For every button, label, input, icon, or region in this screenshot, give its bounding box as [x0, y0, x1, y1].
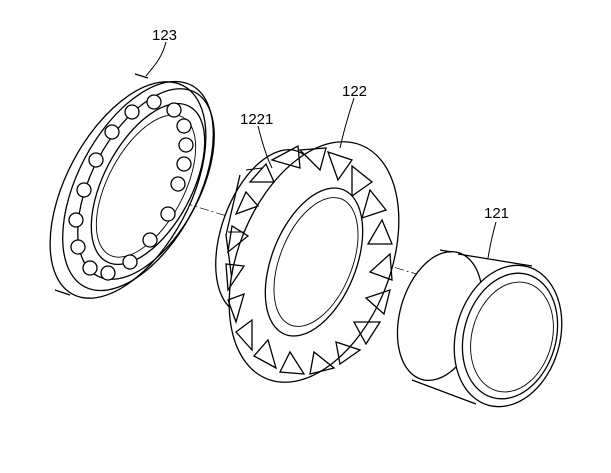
cylindrical-bushing: [396, 249, 563, 408]
callout-1221: 1221: [240, 111, 273, 169]
callout-123: 123: [145, 27, 177, 77]
label-gear-hub: 1221: [240, 111, 273, 128]
bevel-gear: [215, 141, 400, 383]
label-bushing: 121: [484, 205, 509, 222]
gear-teeth: [225, 144, 393, 375]
roller-bearing-ring: [49, 73, 215, 299]
callout-122: 122: [339, 83, 367, 149]
callout-121: 121: [484, 205, 509, 259]
label-bevel-gear: 122: [342, 83, 367, 100]
bearing-rollers: [68, 94, 194, 281]
label-outer-bearing: 123: [152, 27, 177, 44]
